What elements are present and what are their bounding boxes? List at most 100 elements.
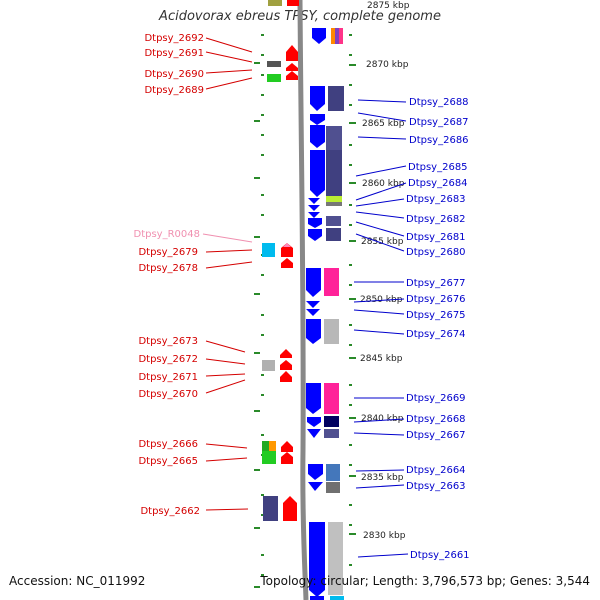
- gene-label: Dtpsy_2670: [138, 389, 198, 400]
- right-ticks: [349, 34, 356, 566]
- gene-label: Dtpsy_2692: [144, 33, 204, 44]
- gene-feature: [262, 451, 276, 464]
- gene-feature: [310, 86, 325, 111]
- gene-feature: [326, 216, 341, 226]
- gene-feature: [324, 416, 339, 427]
- gene-label: Dtpsy_2669: [406, 393, 466, 404]
- gene-feature: [326, 464, 340, 481]
- gene-feature: [310, 125, 325, 148]
- gene-label: Dtpsy_R0048: [134, 229, 201, 240]
- kbp-label: 2830 kbp: [363, 531, 406, 541]
- gene-label: Dtpsy_2676: [406, 294, 466, 305]
- forward-strand-features: [262, 0, 299, 521]
- gene-feature: [263, 496, 278, 521]
- gene-feature: [308, 218, 322, 228]
- gene-feature: [307, 429, 321, 438]
- gene-label: Dtpsy_2681: [406, 232, 466, 243]
- gene-label: Dtpsy_2663: [406, 481, 466, 492]
- gene-label: Dtpsy_2667: [406, 430, 466, 441]
- gene-label: Dtpsy_2684: [408, 178, 468, 189]
- kbp-label: 2835 kbp: [361, 473, 404, 483]
- gene-feature: [262, 441, 269, 451]
- gene-label: Dtpsy_2686: [409, 135, 469, 146]
- gene-feature: [308, 198, 320, 204]
- gene-feature: [326, 196, 342, 202]
- gene-label: Dtpsy_2680: [406, 247, 466, 258]
- kbp-label: 2865 kbp: [362, 119, 405, 129]
- gene-label: Dtpsy_2665: [138, 456, 198, 467]
- gene-label: Dtpsy_2668: [406, 414, 466, 425]
- gene-feature: [269, 441, 276, 451]
- gene-feature: [306, 383, 321, 414]
- gene-feature: [262, 243, 275, 257]
- gene-feature: [281, 258, 293, 268]
- gene-label: Dtpsy_2677: [406, 278, 466, 289]
- gene-feature: [308, 229, 322, 241]
- gene-feature: [328, 86, 344, 111]
- gene-label: Dtpsy_2666: [138, 439, 198, 450]
- gene-label: Dtpsy_2664: [406, 465, 466, 476]
- gene-label: Dtpsy_2673: [138, 336, 198, 347]
- backbone: [297, 0, 309, 600]
- gene-feature: [326, 150, 342, 196]
- gene-label: Dtpsy_2687: [409, 117, 469, 128]
- gene-label: Dtpsy_2661: [410, 550, 470, 561]
- gene-label: Dtpsy_2675: [406, 310, 466, 321]
- gene-feature: [262, 360, 275, 371]
- right-gene-labels: Dtpsy_2688 Dtpsy_2687 Dtpsy_2686 Dtpsy_2…: [406, 97, 470, 561]
- gene-feature: [324, 268, 339, 296]
- gene-label: Dtpsy_2690: [144, 69, 204, 80]
- gene-feature: [267, 61, 281, 67]
- gene-feature: [287, 0, 299, 6]
- gene-feature: [286, 45, 298, 61]
- gene-feature: [324, 383, 339, 414]
- kbp-label: 2870 kbp: [366, 60, 409, 70]
- gene-feature: [286, 63, 298, 71]
- kbp-label: 2875 kbp: [367, 1, 410, 11]
- gene-feature: [310, 596, 324, 600]
- gene-feature: [268, 0, 282, 6]
- left-connectors: [202, 37, 253, 511]
- reverse-strand-features: [306, 28, 344, 600]
- gene-label: Dtpsy_2682: [406, 214, 466, 225]
- kbp-label: 2860 kbp: [362, 179, 405, 189]
- gene-label: Dtpsy_2662: [140, 506, 200, 517]
- gene-feature: [330, 596, 344, 600]
- left-ticks: [254, 34, 264, 588]
- gene-label: Dtpsy_2672: [138, 354, 198, 365]
- gene-feature: [310, 150, 325, 197]
- gene-feature: [308, 212, 320, 218]
- gene-feature: [306, 301, 320, 308]
- gene-label: Dtpsy_2671: [138, 372, 198, 383]
- gene-feature: [310, 114, 325, 125]
- gene-label: Dtpsy_2691: [144, 48, 204, 59]
- gene-feature: [306, 309, 320, 316]
- gene-feature: [280, 371, 292, 382]
- gene-feature: [339, 28, 343, 44]
- gene-feature: [307, 417, 321, 427]
- gene-feature: [331, 28, 335, 44]
- gene-label: Dtpsy_2689: [144, 85, 204, 96]
- gene-feature: [324, 429, 339, 438]
- gene-feature: [326, 482, 340, 493]
- genome-summary: Topology: circular; Length: 3,796,573 bp…: [260, 574, 590, 588]
- gene-feature: [312, 28, 326, 44]
- gene-feature: [328, 522, 343, 595]
- kbp-label: 2840 kbp: [361, 414, 404, 424]
- gene-feature: [335, 28, 339, 44]
- gene-feature: [308, 482, 323, 491]
- gene-feature: [281, 452, 293, 464]
- gene-feature: [283, 496, 297, 521]
- gene-label: Dtpsy_2685: [408, 162, 468, 173]
- gene-feature: [324, 319, 339, 344]
- gene-feature: [326, 228, 341, 241]
- gene-label: Dtpsy_2683: [406, 194, 466, 205]
- gene-label: Dtpsy_2674: [406, 329, 466, 340]
- gene-feature: [286, 71, 298, 80]
- kbp-labels: 2875 kbp 2870 kbp 2865 kbp 2860 kbp 2855…: [360, 1, 410, 541]
- gene-feature: [267, 74, 281, 82]
- left-gene-labels: Dtpsy_2692 Dtpsy_2691 Dtpsy_2690 Dtpsy_2…: [134, 33, 205, 517]
- gene-feature: [306, 319, 321, 344]
- gene-feature: [280, 360, 292, 370]
